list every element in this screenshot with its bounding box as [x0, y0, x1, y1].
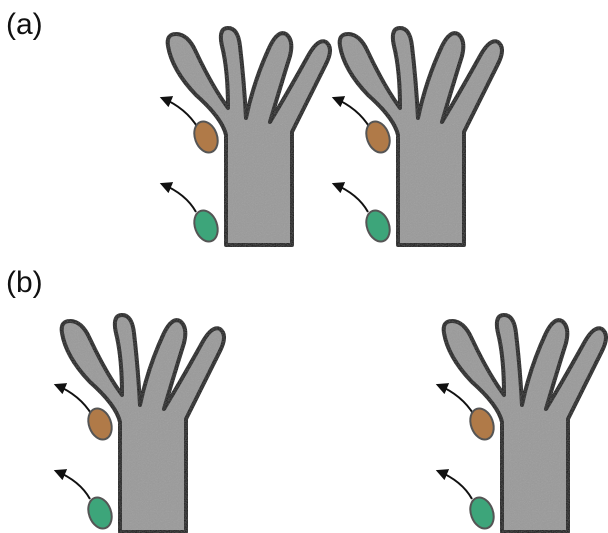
unit-b-left	[56, 315, 224, 532]
curved-arrow-icon	[162, 184, 196, 212]
branched-stalk-icon	[168, 28, 330, 245]
curved-arrow-icon	[56, 471, 90, 499]
branched-stalk-icon	[62, 315, 224, 532]
curved-arrow-icon	[334, 98, 370, 128]
green-particle	[362, 207, 394, 245]
branched-stalk-icon	[444, 315, 606, 532]
green-particle	[84, 494, 116, 532]
curved-arrow-icon	[438, 385, 474, 415]
curved-arrow-icon	[162, 98, 198, 128]
curved-arrow-icon	[438, 471, 472, 499]
curved-arrow-icon	[56, 385, 92, 415]
green-particle	[466, 494, 498, 532]
unit-b-right	[438, 315, 606, 532]
branched-stalk-icon	[340, 28, 502, 245]
unit-a-left	[162, 28, 330, 245]
green-particle	[190, 207, 222, 245]
unit-a-right	[334, 28, 502, 245]
curved-arrow-icon	[334, 184, 368, 212]
